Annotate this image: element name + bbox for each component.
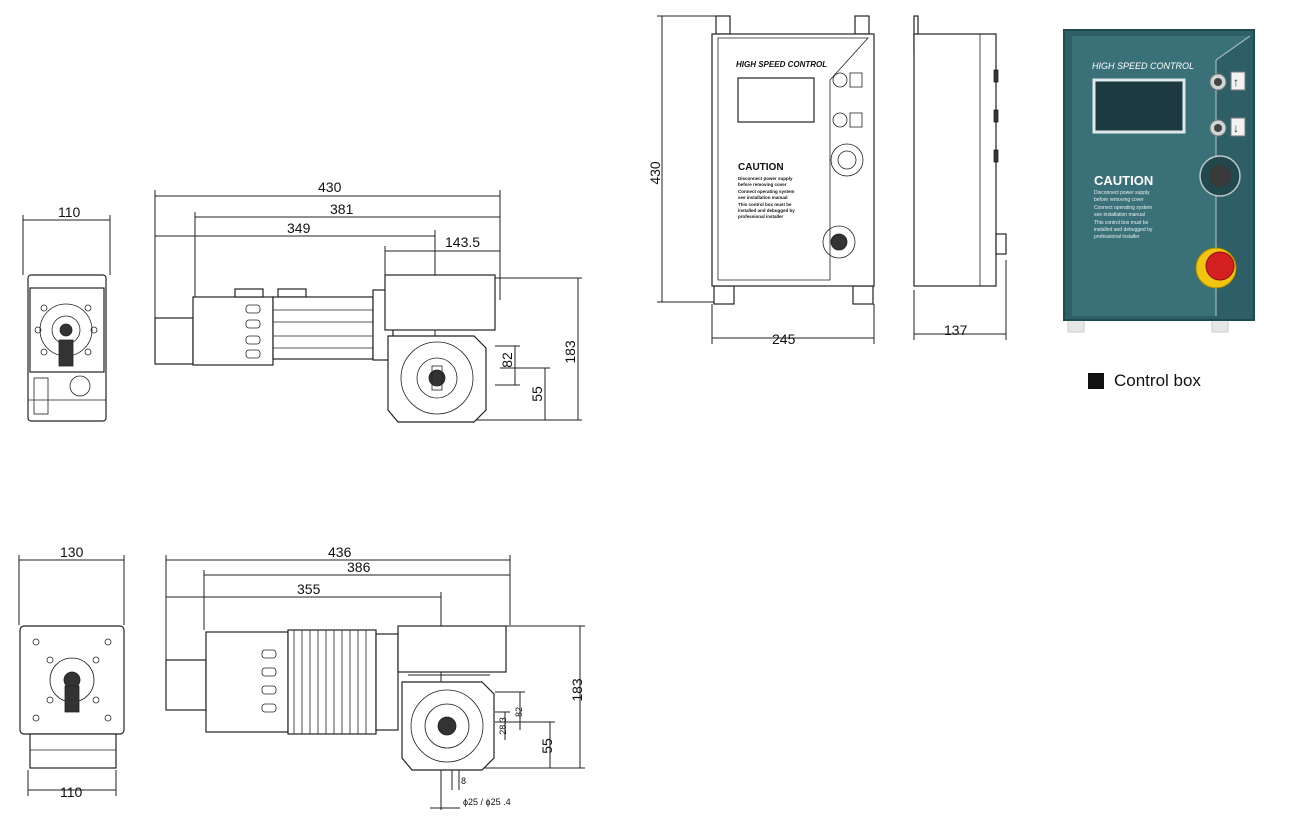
top-end-width-label: 110 bbox=[58, 204, 81, 220]
up-button-icon bbox=[832, 72, 848, 88]
bot-82v-label: 82 bbox=[514, 707, 524, 717]
box-drawing-note-4: see installation manual bbox=[738, 195, 788, 200]
control-box-photo: HIGH SPEED CONTROL CAUTION Disconnect po… bbox=[1063, 29, 1255, 333]
box-photo-note-5: This control box must be bbox=[1094, 220, 1149, 226]
photo-down-arrow-icon bbox=[1230, 117, 1246, 137]
box-photo-note-3: Connect operating system bbox=[1094, 205, 1152, 211]
box-photo-note-1: Disconnect power supply bbox=[1094, 190, 1150, 196]
box-photo-note-7: professional installer bbox=[1094, 234, 1140, 240]
bot-mid-label: 386 bbox=[347, 559, 371, 575]
down-button-icon bbox=[832, 112, 848, 128]
top-mid-label: 381 bbox=[330, 201, 354, 217]
svg-text:. .: . . bbox=[1046, 633, 1049, 638]
box-drawing-caution: CAUTION bbox=[738, 162, 784, 173]
top-height-label: 183 bbox=[562, 340, 578, 364]
control-box-side-drawing: 137 bbox=[913, 15, 1007, 340]
box-photo-caution: CAUTION bbox=[1094, 173, 1153, 188]
top-gear-label: 143.5 bbox=[445, 234, 480, 250]
legend-label: Control box bbox=[1114, 371, 1201, 390]
box-drawing-brand: HIGH SPEED CONTROL bbox=[736, 60, 827, 69]
box-drawing-note-1: Disconnect power supply bbox=[738, 176, 793, 181]
top-82v-label: 82 bbox=[499, 352, 515, 368]
legend-square-icon bbox=[1088, 373, 1104, 389]
photo-up-arrow-icon bbox=[1230, 71, 1246, 91]
box-photo-note-6: installed and debugged by bbox=[1094, 227, 1153, 233]
legend: Control box bbox=[1088, 371, 1201, 391]
top-55v-label: 55 bbox=[529, 386, 545, 402]
box-photo-note-2: before removing cover bbox=[1094, 197, 1144, 203]
control-box-front-drawing: 430 HIGH SPEED CONTROL CAUTION Disconnec… bbox=[647, 15, 875, 347]
bot-8-label: 8 bbox=[461, 776, 466, 786]
box-photo-brand: HIGH SPEED CONTROL bbox=[1092, 61, 1194, 71]
top-motor-label: 349 bbox=[287, 220, 311, 236]
bottom-motor-end-view: 130 110 bbox=[18, 544, 125, 800]
stop-knob-icon bbox=[830, 143, 864, 177]
box-photo-note-4: see installation manual bbox=[1094, 212, 1145, 218]
box-drawing-note-6: installed and debugged by bbox=[738, 208, 795, 213]
bottom-motor-side-view: 436 386 355 82 55 183 82 28.3 55 8 ϕ25 /… bbox=[165, 544, 585, 810]
top-motor-side-view: 430 381 349 143.5 82 55 183 82 55 bbox=[154, 179, 582, 423]
bot-end-width-label: 130 bbox=[60, 544, 84, 560]
svg-text:↓: ↓ bbox=[1233, 121, 1239, 135]
svg-text:↑: ↑ bbox=[1233, 75, 1239, 89]
bot-shaft-label: ϕ25 / ϕ25 .4 bbox=[463, 797, 511, 807]
box-width-label: 245 bbox=[772, 331, 796, 347]
up-arrow-icon bbox=[849, 72, 863, 88]
box-depth-label: 137 bbox=[944, 322, 968, 338]
bot-end-base-label: 110 bbox=[60, 784, 83, 800]
bot-28-label: 28.3 bbox=[498, 717, 508, 735]
emergency-stop-icon bbox=[822, 225, 856, 259]
box-drawing-note-3: Connect operating system bbox=[738, 189, 795, 194]
top-overall-label: 430 bbox=[318, 179, 342, 195]
box-drawing-note-2: before removing cover bbox=[738, 182, 787, 187]
box-drawing-note-7: professional installer bbox=[738, 214, 784, 219]
bot-55v-label: 55 bbox=[539, 738, 555, 754]
box-height-label: 430 bbox=[647, 161, 663, 185]
bot-overall-label: 436 bbox=[328, 544, 352, 560]
top-motor-end-view: 110 bbox=[22, 204, 111, 422]
bot-height-label: 183 bbox=[569, 678, 585, 702]
box-drawing-note-5: This control box must be bbox=[738, 202, 792, 207]
down-arrow-icon bbox=[849, 112, 863, 128]
bot-motor-label: 355 bbox=[297, 581, 321, 597]
